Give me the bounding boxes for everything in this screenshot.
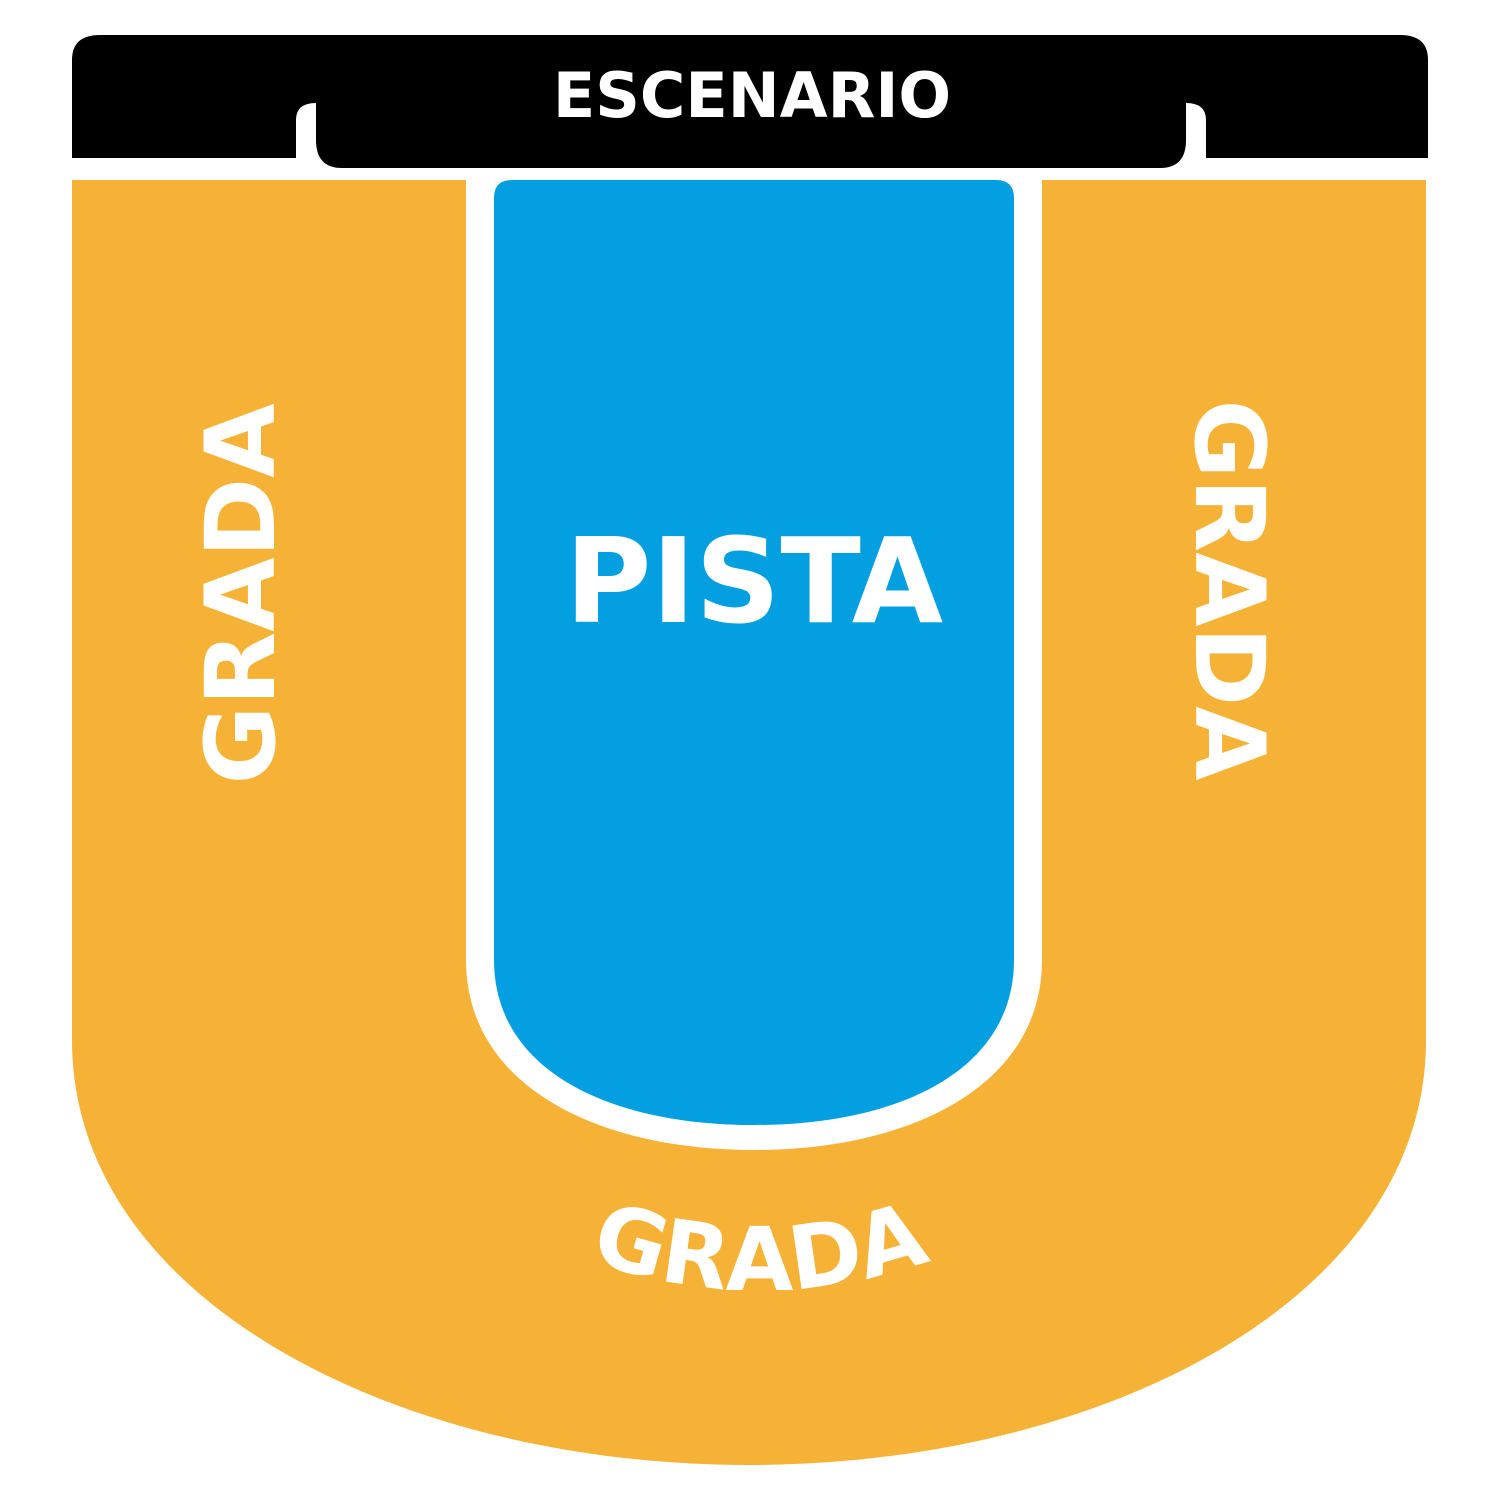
floor-section[interactable]	[494, 180, 1014, 1125]
stage-label: ESCENARIO	[553, 59, 951, 132]
stands-left-label: GRADA	[185, 404, 297, 785]
floor-label: PISTA	[565, 512, 943, 650]
stage[interactable]	[72, 35, 1428, 168]
stands-right-label: GRADA	[1173, 400, 1285, 781]
